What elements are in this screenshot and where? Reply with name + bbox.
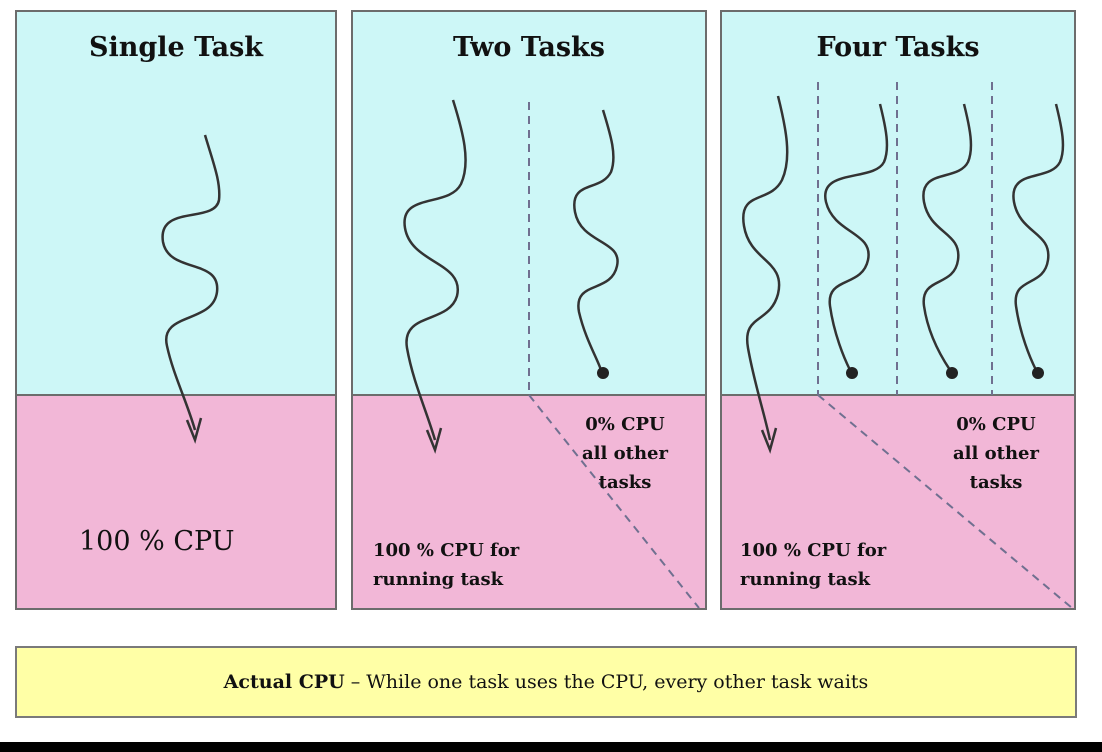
waiting-task-thread-line [922, 103, 973, 371]
cpu-region [17, 395, 335, 608]
cpu-label: 100 % CPU [79, 526, 235, 557]
running-label-line: 100 % CPU for [740, 540, 887, 561]
running-task-thread-line [742, 95, 789, 441]
running-label-line: 100 % CPU for [373, 540, 520, 561]
panel-four-tasks: Four Tasks 100 % CPU for running task 0%… [720, 10, 1076, 610]
task-thread-line [161, 134, 221, 431]
waiting-label-line: all other [953, 443, 1039, 464]
waiting-label-line: tasks [598, 472, 652, 493]
waiting-label-line: 0% CPU [585, 414, 665, 435]
arrow-head-icon [760, 427, 778, 454]
waiting-label-line: 0% CPU [956, 414, 1036, 435]
running-task-label: 100 % CPU for running task [373, 536, 593, 594]
arrow-head-icon [185, 417, 203, 444]
panel-title: Four Tasks [816, 32, 980, 63]
task-stop-dot [946, 367, 958, 379]
waiting-task-thread-line [573, 109, 619, 371]
caption-text: Actual CPU – While one task uses the CPU… [224, 671, 869, 693]
task-region [17, 12, 335, 395]
running-task-thread-line [403, 99, 467, 441]
two-tasks-drawing [353, 12, 705, 608]
waiting-task-label: 0% CPU all other tasks [936, 410, 1056, 497]
arrow-head-icon [425, 427, 443, 454]
panel-title: Two Tasks [453, 32, 605, 63]
waiting-task-label: 0% CPU all other tasks [565, 410, 685, 497]
panel-two-tasks: Two Tasks 100 % CPU for running task 0% … [351, 10, 707, 610]
four-tasks-drawing [722, 12, 1074, 608]
waiting-task-thread-line [824, 103, 889, 371]
task-stop-dot [846, 367, 858, 379]
waiting-label-line: all other [582, 443, 668, 464]
panel-title: Single Task [88, 32, 263, 63]
cpu-region [353, 395, 705, 608]
running-task-label: 100 % CPU for running task [740, 536, 960, 594]
running-label-line: running task [740, 569, 871, 590]
task-stop-dot [597, 367, 609, 379]
panel-single-task: Single Task 100 % CPU [15, 10, 337, 610]
cpu-split-diagonal-dashed [528, 394, 700, 608]
bottom-bar [0, 742, 1102, 752]
waiting-task-thread-line [1012, 103, 1065, 371]
caption-rest: – While one task uses the CPU, every oth… [344, 671, 869, 693]
running-label-line: running task [373, 569, 504, 590]
waiting-label-line: tasks [969, 472, 1023, 493]
cpu-region [722, 395, 1074, 608]
caption-box: Actual CPU – While one task uses the CPU… [15, 646, 1077, 718]
task-stop-dot [1032, 367, 1044, 379]
single-task-drawing [17, 12, 335, 608]
caption-bold: Actual CPU [223, 671, 345, 693]
